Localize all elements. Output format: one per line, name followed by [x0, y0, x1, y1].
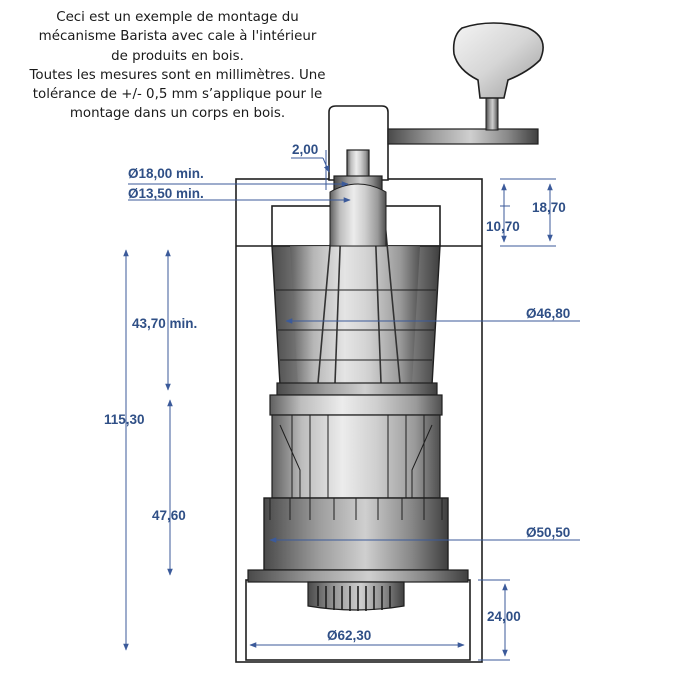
- dim-base-height: 24,00: [487, 609, 521, 624]
- intro-line: mécanisme Barista avec cale à l'intérieu…: [38, 29, 317, 45]
- dim-outer-diameter-top: Ø18,00 min.: [128, 166, 204, 181]
- dim-inner-diameter-top: Ø13,50 min.: [128, 186, 204, 201]
- intro-line: montage dans un corps en bois.: [69, 106, 286, 122]
- dimension-lines: [123, 150, 580, 661]
- dim-base-diameter: Ø62,30: [327, 628, 371, 643]
- burr-assembly: [247, 382, 469, 611]
- crank-handle: [328, 22, 544, 181]
- dim-hopper-height: 43,70 min.: [132, 316, 197, 331]
- dim-recess-height: 10,70: [486, 219, 520, 234]
- dim-total-height: 115,30: [104, 412, 145, 427]
- intro-line: Toutes les mesures sont en millimètres. …: [29, 67, 326, 83]
- dim-cap-height: 18,70: [532, 200, 566, 215]
- crank-knob: [452, 22, 544, 99]
- intro-line: Ceci est un exemple de montage du: [56, 10, 299, 25]
- adjustment-nut: [307, 581, 405, 611]
- dim-burr-height: 47,60: [152, 508, 186, 523]
- dim-hopper-diameter: Ø46,80: [526, 306, 570, 321]
- dim-burr-diameter: Ø50,50: [526, 525, 570, 540]
- hopper: [271, 183, 441, 386]
- dim-shaft-offset: 2,00: [292, 142, 318, 157]
- intro-text: Ceci est un exemple de montage du mécani…: [10, 8, 345, 124]
- intro-line: de produits en bois.: [111, 48, 244, 64]
- dimension-labels: 2,00 Ø18,00 min. Ø13,50 min. 18,70 10,70…: [104, 142, 570, 643]
- intro-line: tolérance de +/- 0,5 mm s’applique pour …: [32, 87, 323, 103]
